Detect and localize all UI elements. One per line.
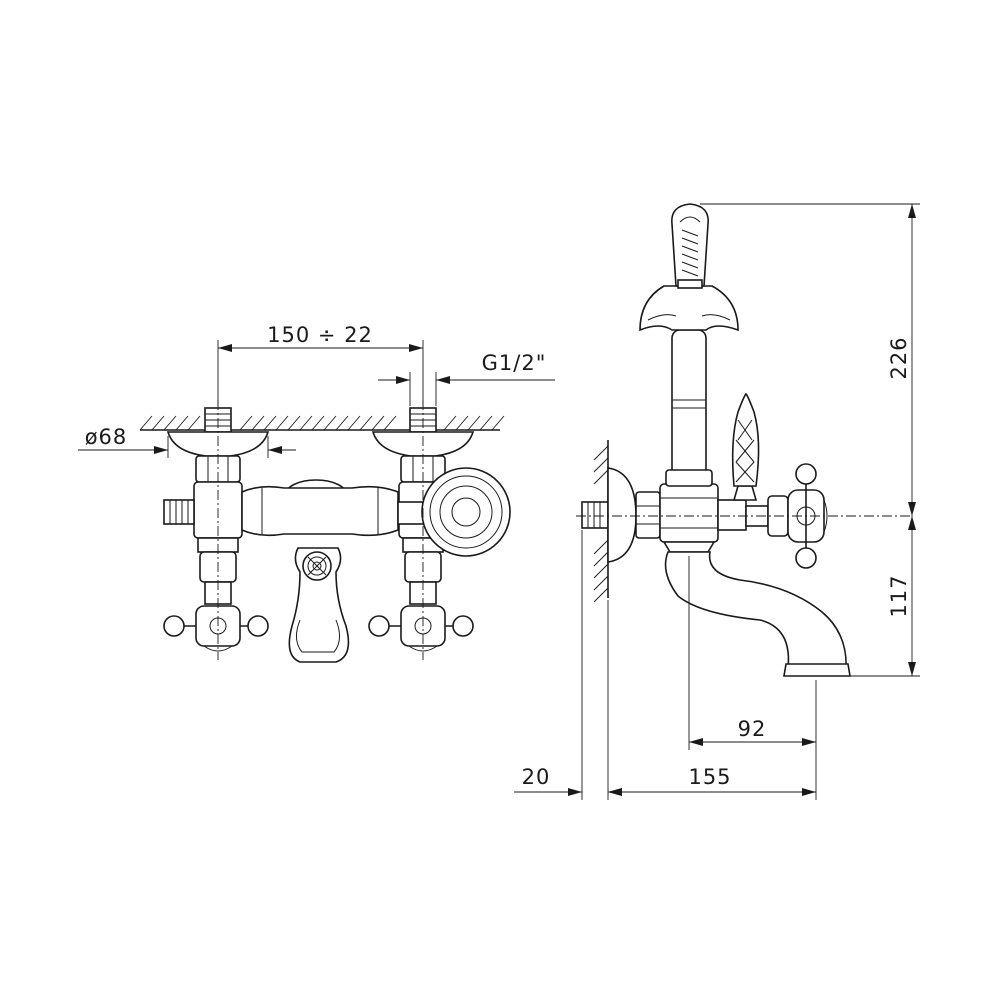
mixer-cylinder — [241, 485, 399, 537]
dimension-projection: 155 — [608, 765, 816, 796]
side-diverter-knob — [731, 392, 760, 487]
side-spout-outlet — [783, 663, 851, 677]
side-main-body — [659, 483, 719, 543]
side-shower-head-collar — [677, 279, 703, 289]
dimension-height-bottom: 117 — [887, 516, 916, 676]
side-inlet-thread — [581, 501, 609, 529]
dimension-spout-reach: 92 — [689, 717, 816, 746]
front-wall-hatching — [139, 415, 505, 431]
dimension-height-top: 226 — [887, 204, 916, 516]
dim-spout-reach-label: 92 — [738, 717, 767, 741]
side-column-base — [665, 469, 713, 487]
holder-rosette — [421, 467, 511, 557]
front-view: 150 ÷ 22 G1/2" ø68 — [78, 323, 555, 663]
side-wall-flange — [607, 467, 637, 563]
side-shower-spring — [681, 229, 699, 277]
dim-spacing-label: 150 ÷ 22 — [267, 323, 373, 347]
mixer-spout — [288, 547, 350, 663]
side-shower-cradle — [639, 285, 739, 332]
dim-height-top-label: 226 — [887, 336, 911, 379]
dim-projection-label: 155 — [688, 765, 731, 789]
side-hex-nut — [635, 491, 661, 539]
dimension-wall-offset: 20 — [514, 765, 622, 796]
right-cross-handle — [368, 605, 474, 652]
front-wall — [139, 415, 505, 431]
mixer-body — [241, 479, 399, 663]
dimension-spacing: 150 ÷ 22 — [217, 323, 424, 406]
left-handle-ball-right — [247, 615, 269, 637]
side-diverter-housing — [717, 499, 747, 531]
right-handle-ball-left — [368, 615, 390, 637]
dim-wall-offset-label: 20 — [522, 765, 551, 789]
side-shower-column — [671, 329, 707, 485]
side-shower-head — [671, 203, 709, 287]
side-handle-ball-bottom — [795, 547, 817, 569]
dim-thread-label: G1/2" — [482, 351, 547, 375]
left-handle-ball-left — [163, 615, 185, 637]
side-view: 226 117 92 155 — [514, 203, 920, 800]
hose-connector — [163, 499, 195, 525]
side-diverter-neck — [732, 485, 758, 501]
side-handle-ball-top — [795, 463, 817, 485]
dim-flange-label: ø68 — [85, 425, 128, 449]
left-cross-handle — [163, 605, 269, 652]
dim-height-bottom-label: 117 — [887, 574, 911, 617]
right-handle-ball-right — [452, 615, 474, 637]
shower-holder — [397, 467, 511, 557]
dimension-thread: G1/2" — [378, 351, 555, 406]
side-body-collar — [662, 541, 716, 553]
dimension-flange: ø68 — [78, 425, 296, 458]
side-spout — [664, 551, 847, 671]
side-wall-hatching — [593, 445, 609, 603]
